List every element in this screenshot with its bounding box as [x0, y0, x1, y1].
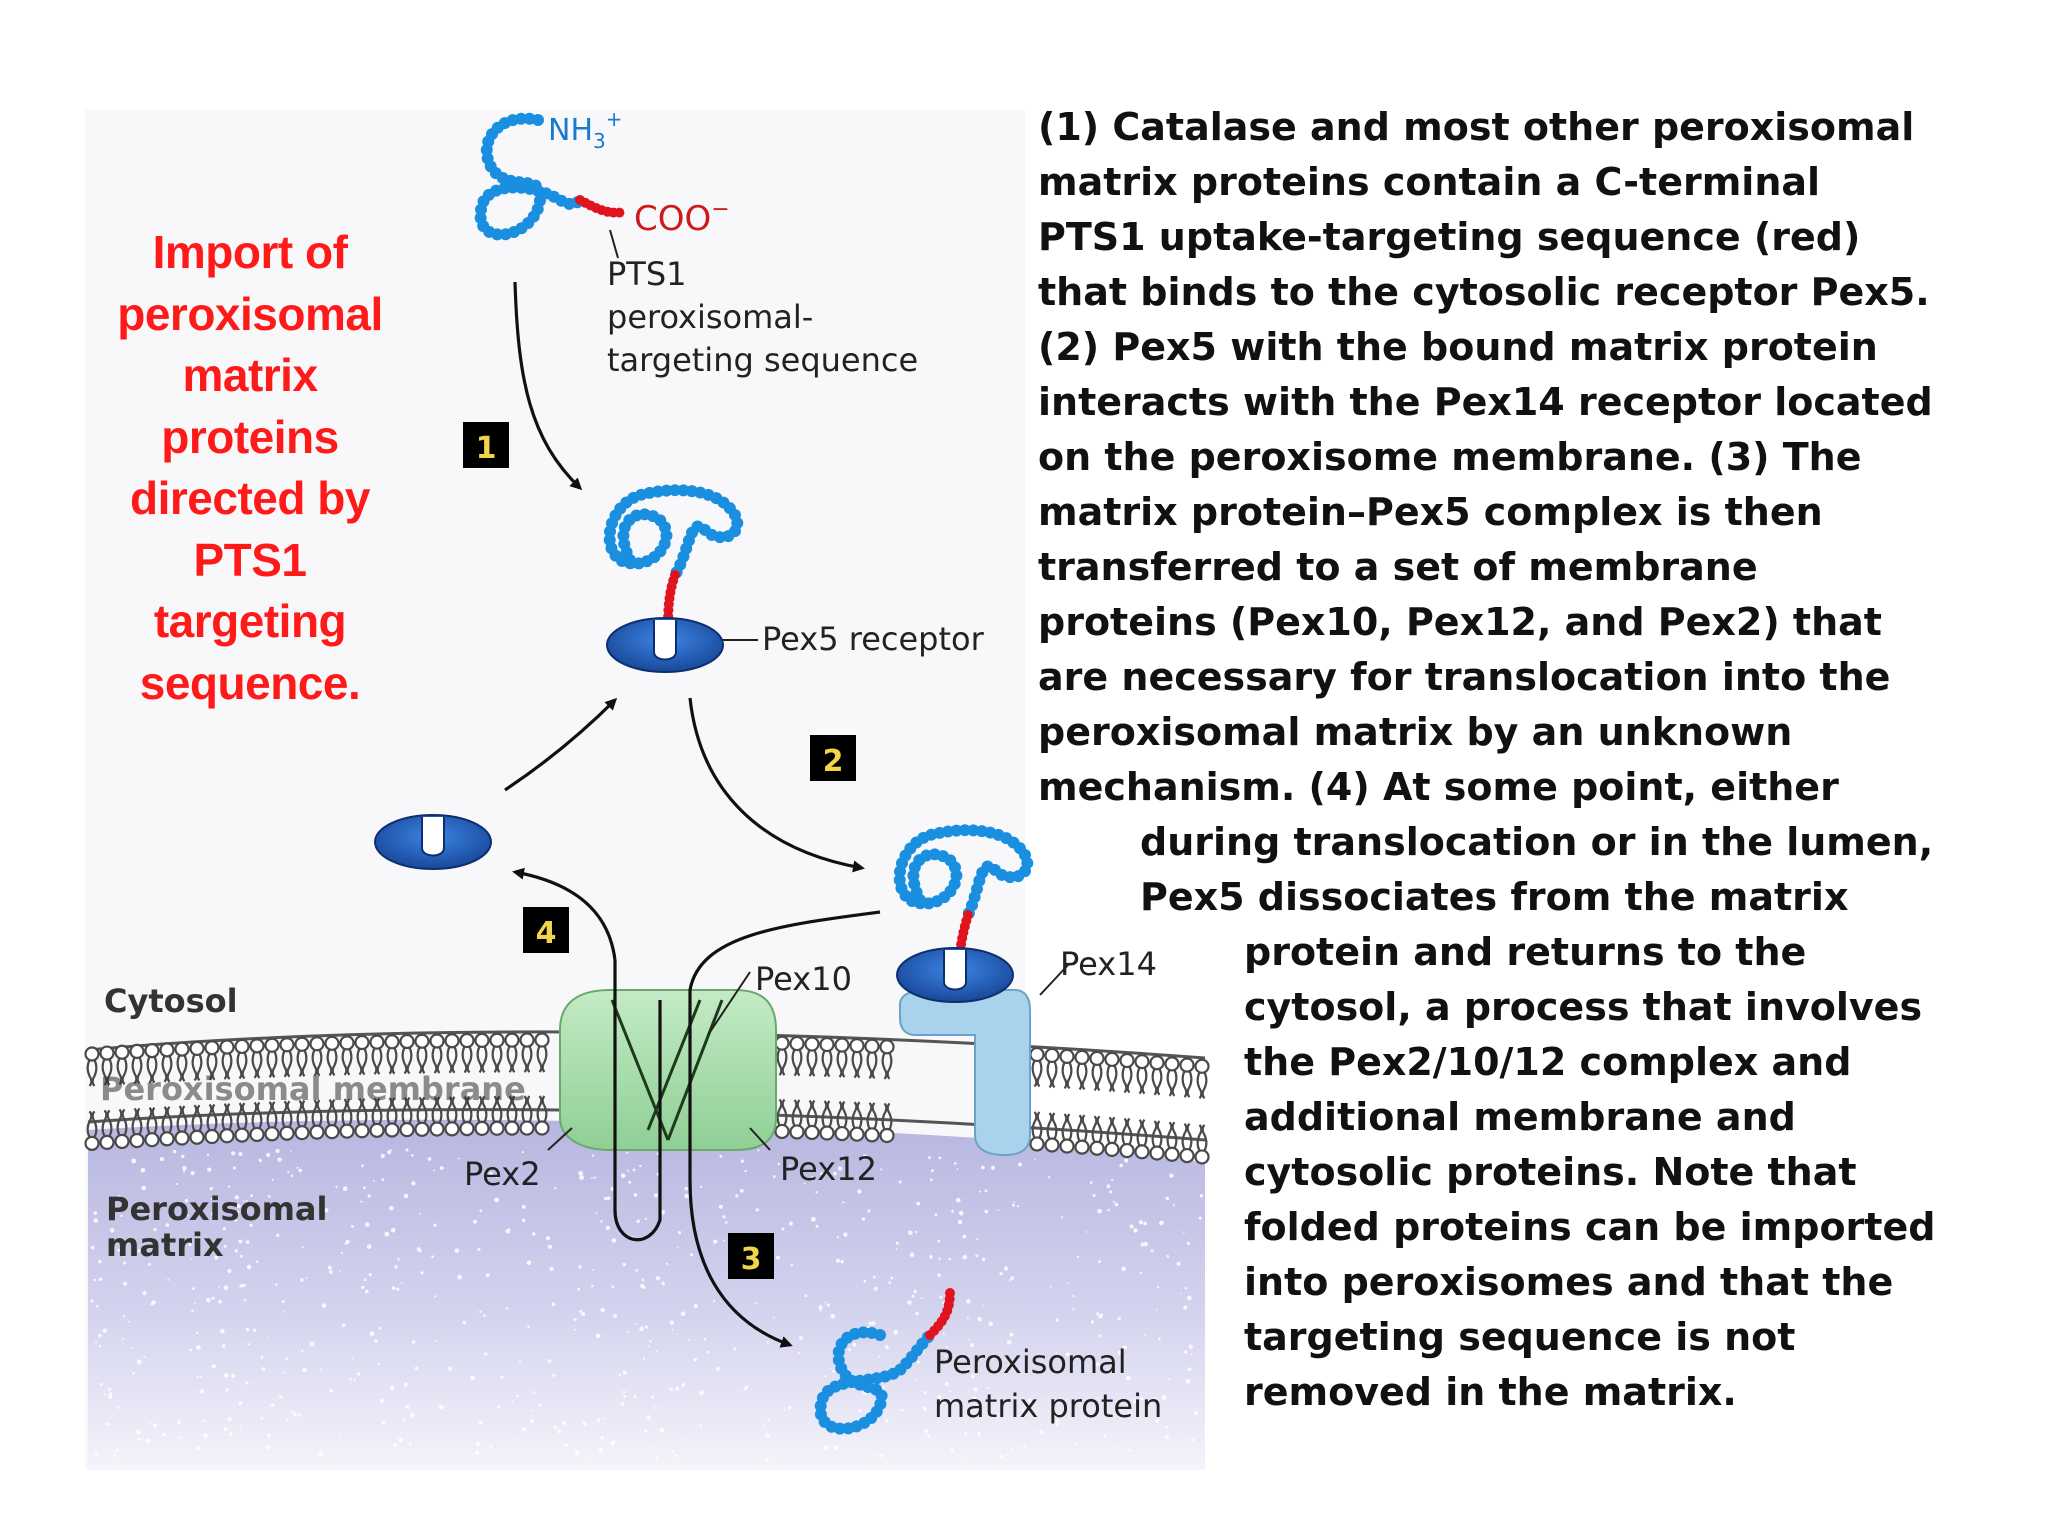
- flow-arrows: [504, 281, 881, 1348]
- svg-text:2: 2: [823, 744, 844, 779]
- caption-line: proteins (Pex10, Pex12, and Pex2) that: [1038, 600, 1882, 644]
- caption-line: Pex5 dissociates from the matrix: [1140, 875, 1849, 919]
- matrix-speckles: [90, 1148, 1204, 1461]
- protein-chains: [474, 112, 1034, 1435]
- title-line: proteins: [161, 410, 339, 463]
- pex5-receptor-label: Pex5 receptor: [762, 620, 985, 658]
- coo-label: COO−: [634, 197, 730, 239]
- pointer-lines: [547, 229, 1069, 1151]
- nh3-label: NH3+: [548, 107, 623, 153]
- title-line: matrix: [182, 349, 318, 401]
- caption-line: targeting sequence is not: [1244, 1315, 1796, 1359]
- caption-line: peroxisomal matrix by an unknown: [1038, 710, 1793, 754]
- pex10-label: Pex10: [755, 960, 852, 998]
- caption-line: cytosol, a process that involves: [1244, 985, 1923, 1029]
- title-line: Import of: [152, 226, 348, 278]
- peroxisomal-matrix-label: Peroxisomal matrix: [106, 1190, 339, 1264]
- caption-line: on the peroxisome membrane. (3) The: [1038, 435, 1862, 479]
- step-badge-1: 1: [463, 422, 509, 468]
- protein-chain-on-pex5: [603, 484, 744, 640]
- caption-line: the Pex2/10/12 complex and: [1244, 1040, 1852, 1084]
- caption-line: removed in the matrix.: [1244, 1370, 1737, 1414]
- title-line: sequence.: [139, 656, 361, 709]
- caption-line: cytosolic proteins. Note that: [1244, 1150, 1857, 1194]
- caption-line: protein and returns to the: [1244, 930, 1807, 974]
- caption-line: mechanism. (4) At some point, either: [1038, 765, 1839, 809]
- caption-line: PTS1 uptake-targeting sequence (red): [1038, 215, 1861, 259]
- pex5-receptor-docked: [896, 947, 1014, 1003]
- cytosol-label: Cytosol: [104, 982, 238, 1020]
- protein-chain-matrix: [814, 1288, 955, 1435]
- caption-line: folded proteins can be imported: [1244, 1205, 1936, 1249]
- pex14-label: Pex14: [1060, 945, 1157, 983]
- step-badge-3: 3: [728, 1233, 774, 1279]
- svg-text:4: 4: [536, 916, 557, 951]
- caption-line: (1) Catalase and most other peroxisomal: [1038, 105, 1915, 149]
- caption-line: (2) Pex5 with the bound matrix protein: [1038, 325, 1878, 369]
- caption-line: interacts with the Pex14 receptor locate…: [1038, 380, 1933, 424]
- title-line: peroxisomal: [117, 287, 383, 340]
- step-badge-2: 2: [810, 735, 856, 781]
- peroxisomal-membrane-label: Peroxisomal membrane: [100, 1070, 526, 1108]
- caption-line: additional membrane and: [1244, 1095, 1796, 1139]
- caption-line: during translocation or in the lumen,: [1140, 820, 1934, 864]
- pex2-label: Pex2: [464, 1155, 541, 1193]
- caption-line: transferred to a set of membrane: [1038, 545, 1758, 589]
- caption-line: that binds to the cytosolic receptor Pex…: [1038, 270, 1930, 314]
- step-badge-4: 4: [523, 907, 569, 953]
- pex5-receptor-free: [374, 814, 492, 870]
- figure-title: Import of peroxisomal matrix proteins di…: [80, 222, 420, 714]
- protein-chain-free: [474, 112, 625, 241]
- title-line: PTS1: [193, 533, 307, 586]
- matrix-protein-label: Peroxisomal matrix protein: [934, 1343, 1162, 1425]
- pex5-receptor-bound: [606, 617, 724, 673]
- protein-chain-on-pex14: [893, 824, 1034, 967]
- title-line: targeting: [153, 595, 347, 647]
- pex12-label: Pex12: [780, 1150, 877, 1188]
- svg-text:1: 1: [476, 431, 497, 466]
- title-line: directed by: [130, 472, 370, 524]
- caption-line: are necessary for translocation into the: [1038, 655, 1891, 699]
- pts1-label: PTS1 peroxisomal- targeting sequence: [607, 255, 918, 379]
- svg-text:3: 3: [741, 1242, 762, 1277]
- caption-line: matrix proteins contain a C-terminal: [1038, 160, 1821, 204]
- peroxisomal-matrix-area: [88, 1119, 1205, 1470]
- caption-line: into peroxisomes and that the: [1244, 1260, 1894, 1304]
- caption-line: matrix protein–Pex5 complex is then: [1038, 490, 1823, 534]
- pex2-10-12-complex: [559, 989, 777, 1151]
